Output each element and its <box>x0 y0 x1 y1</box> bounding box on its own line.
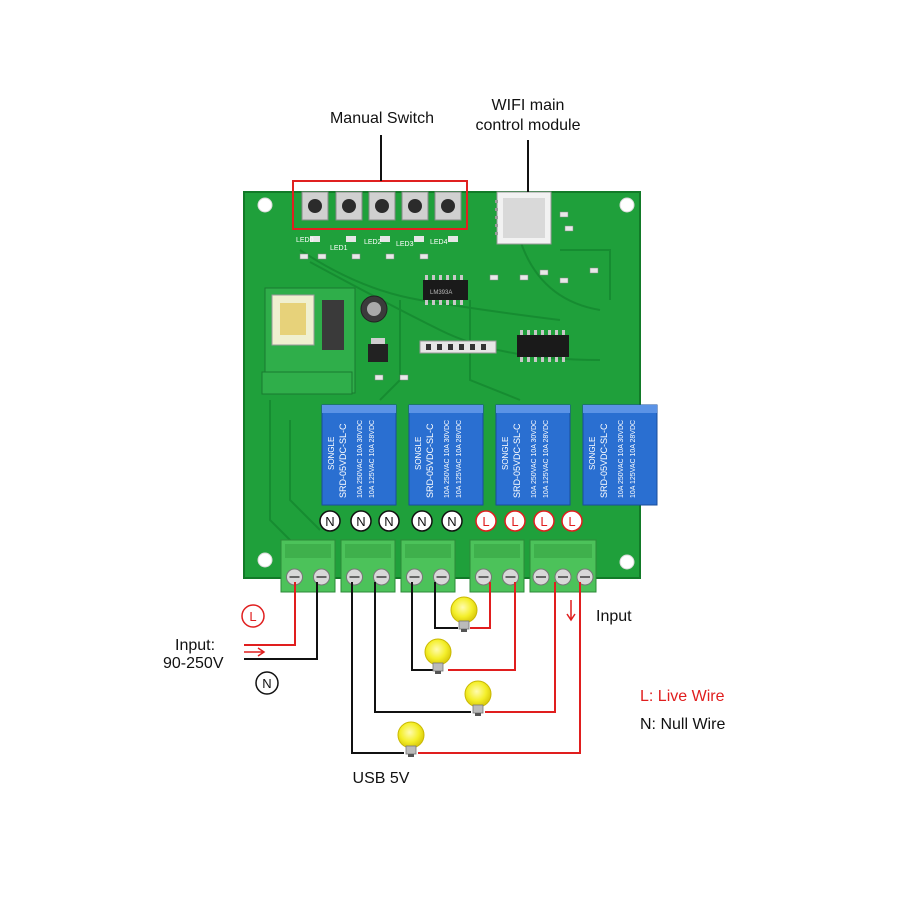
relay-model-text: SRD-05VDC-SL-C <box>338 423 348 498</box>
usb-label: USB 5V <box>353 770 410 788</box>
terminal-block <box>530 540 596 592</box>
led-label: LED4 <box>430 239 448 246</box>
live-marker: L <box>476 511 496 531</box>
input-arrow-right <box>567 600 575 620</box>
marker-text: N <box>384 514 393 529</box>
marker-text: L <box>540 514 547 529</box>
marker-text: N <box>447 514 456 529</box>
null-marker: N <box>379 511 399 531</box>
light-bulb-icon <box>425 639 451 674</box>
input-left-label-line2: 90-250V <box>163 655 224 673</box>
null-wire-1 <box>352 582 404 753</box>
marker-text: N <box>356 514 365 529</box>
pin-header <box>420 341 496 353</box>
wifi-label-line2: control module <box>476 117 581 135</box>
wifi-label-line1: WIFI main <box>492 97 565 115</box>
relay-rating-text: 10A 125VAC 10A 28VDC <box>630 420 637 498</box>
relay: SRD-05VDC-SL-C 10A 250VAC 10A 30VDC 10A 12… <box>322 405 396 505</box>
input-live-marker: L <box>242 605 264 627</box>
legend-null-wire: N: Null Wire <box>640 716 725 734</box>
live-marker: L <box>505 511 525 531</box>
tactile-button <box>302 192 328 220</box>
input-null-marker-text: N <box>262 676 271 691</box>
terminal-blocks <box>281 540 596 592</box>
relay-brand-text: SONGLE <box>588 437 597 470</box>
light-bulb-icon <box>398 722 424 757</box>
relay-rating-text: 10A 250VAC 10A 30VDC <box>531 420 538 498</box>
tactile-button <box>402 192 428 220</box>
terminal-block <box>401 540 455 592</box>
null-marker: N <box>351 511 371 531</box>
capacitor <box>361 296 387 322</box>
null-marker: N <box>320 511 340 531</box>
relay-model-text: SRD-05VDC-SL-C <box>599 423 609 498</box>
power-supply-module <box>262 288 355 394</box>
wifi-module <box>495 140 551 244</box>
relay: SRD-05VDC-SL-C 10A 250VAC 10A 30VDC 10A 12… <box>409 405 483 505</box>
marker-text: N <box>417 514 426 529</box>
relay-rating-text: 10A 250VAC 10A 30VDC <box>357 420 364 498</box>
led-label: LED0 <box>296 237 314 244</box>
voltage-regulator <box>368 338 388 362</box>
input-arrow <box>244 648 264 656</box>
relay-brand-text: SONGLE <box>414 437 423 470</box>
live-marker: L <box>534 511 554 531</box>
marker-text: L <box>482 514 489 529</box>
null-marker: N <box>412 511 432 531</box>
relay-rating-text: 10A 125VAC 10A 28VDC <box>369 420 376 498</box>
relay-rating-text: 10A 250VAC 10A 30VDC <box>444 420 451 498</box>
relay: SRD-05VDC-SL-C 10A 250VAC 10A 30VDC 10A 12… <box>583 405 657 505</box>
manual-switch-label: Manual Switch <box>330 110 434 128</box>
manual-switch-buttons <box>293 135 467 229</box>
input-null-marker: N <box>256 672 278 694</box>
led-label: LED1 <box>330 245 348 252</box>
relay-rating-text: 10A 250VAC 10A 30VDC <box>618 420 625 498</box>
tactile-button <box>435 192 461 220</box>
relay: SRD-05VDC-SL-C 10A 250VAC 10A 30VDC 10A 12… <box>496 405 570 505</box>
ic-label: LM393A <box>430 290 452 296</box>
live-wire-3 <box>485 582 555 712</box>
legend-live-wire: L: Live Wire <box>640 688 724 706</box>
marker-text: L <box>568 514 575 529</box>
relay-rating-text: 10A 125VAC 10A 28VDC <box>543 420 550 498</box>
led-label: LED2 <box>364 239 382 246</box>
tactile-button <box>369 192 395 220</box>
marker-text: N <box>325 514 334 529</box>
live-marker: L <box>562 511 582 531</box>
input-left-label-line1: Input: <box>175 637 215 655</box>
marker-text: L <box>511 514 518 529</box>
input-right-label: Input <box>596 608 632 626</box>
relay-rating-text: 10A 125VAC 10A 28VDC <box>456 420 463 498</box>
relay-model-text: SRD-05VDC-SL-C <box>425 423 435 498</box>
light-bulb-icon <box>465 681 491 716</box>
light-bulb-icon <box>451 597 477 632</box>
tactile-button <box>336 192 362 220</box>
relay-brand-text: SONGLE <box>327 437 336 470</box>
null-marker: N <box>442 511 462 531</box>
input-live-marker-text: L <box>249 609 256 624</box>
relay-brand-text: SONGLE <box>501 437 510 470</box>
relay-model-text: SRD-05VDC-SL-C <box>512 423 522 498</box>
live-wire-2 <box>448 582 515 670</box>
led-label: LED3 <box>396 241 414 248</box>
terminal-block <box>341 540 395 592</box>
terminal-block <box>281 540 335 592</box>
